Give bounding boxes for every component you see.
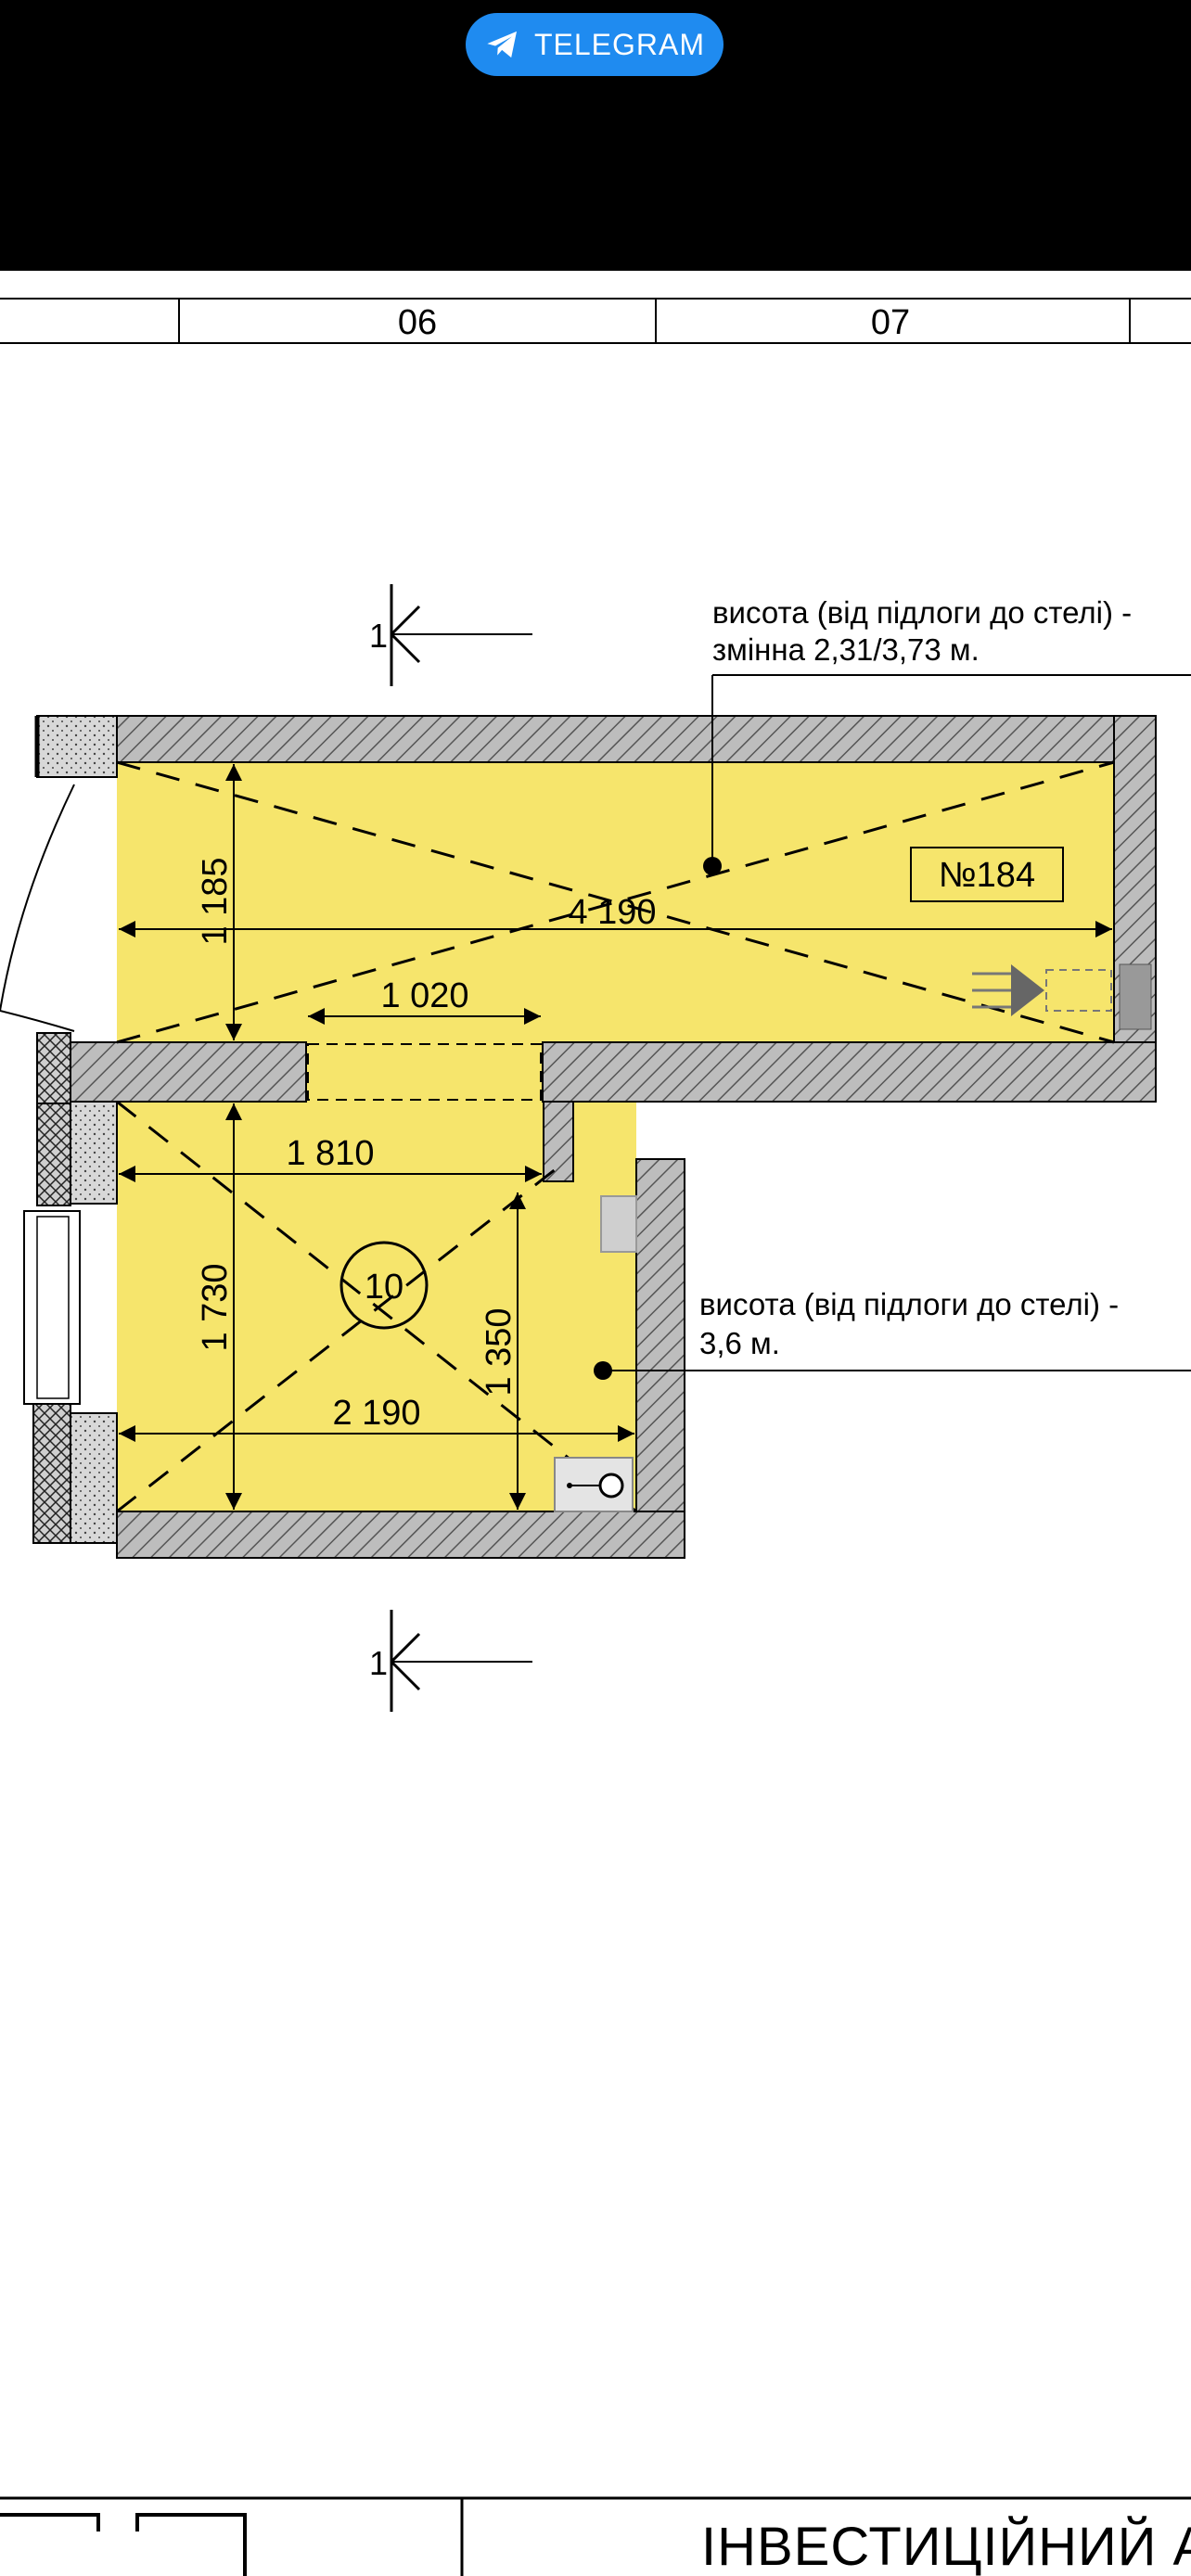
upper-height-note: висота (від підлоги до стелі) -	[712, 595, 1132, 630]
lower-height-note: 3,6 м.	[699, 1326, 780, 1360]
walls	[0, 715, 1157, 1559]
room-diagonals	[116, 760, 1115, 1513]
section-mark-label: 1	[369, 1644, 388, 1682]
grid-column-label: 06	[398, 303, 437, 342]
lower-height-leader	[594, 1361, 1191, 1380]
drain-icon	[554, 1457, 634, 1512]
grid-column-label: 07	[871, 303, 910, 342]
dim-opening-width: 1 020	[380, 976, 468, 1015]
dim-lower-depth: 1 730	[196, 1263, 235, 1351]
apartment-number-box	[910, 847, 1064, 902]
dim-upper-width: 4 190	[568, 893, 656, 932]
apartment-number: №184	[939, 856, 1035, 895]
title-block	[0, 2496, 1191, 2576]
room-number: 10	[365, 1268, 403, 1307]
upper-height-note: змінна 2,31/3,73 м.	[712, 632, 980, 667]
section-mark-bottom: 1	[369, 1610, 532, 1712]
section-mark-top: 1	[369, 584, 532, 686]
dim-lower-top-width: 1 810	[286, 1134, 374, 1173]
section-mark-label: 1	[369, 617, 388, 655]
vent-icon	[972, 964, 1112, 1016]
dimension-lines	[119, 764, 1112, 1510]
telegram-button[interactable]: TELEGRAM	[466, 13, 724, 76]
grid-header: 06 07	[0, 298, 1191, 344]
dim-lower-inner-depth: 1 350	[480, 1307, 519, 1396]
room-number-circle	[339, 1241, 429, 1330]
paper-plane-icon	[487, 31, 517, 58]
dim-lower-bottom-width: 2 190	[332, 1394, 420, 1433]
door-opening-area	[306, 1042, 543, 1102]
lower-height-note: висота (від підлоги до стелі) -	[699, 1287, 1119, 1321]
footer-title: ІНВЕСТИЦІЙНИЙ А	[701, 2517, 1191, 2576]
company-logo-icon	[0, 2513, 247, 2576]
telegram-label: TELEGRAM	[533, 27, 706, 61]
corner-column-icon	[600, 1195, 637, 1253]
top-black-bar: TELEGRAM	[0, 0, 1191, 271]
dim-upper-depth: 1 185	[196, 857, 235, 945]
door-opening-outline	[307, 1043, 542, 1101]
upper-height-leader	[703, 674, 1191, 875]
